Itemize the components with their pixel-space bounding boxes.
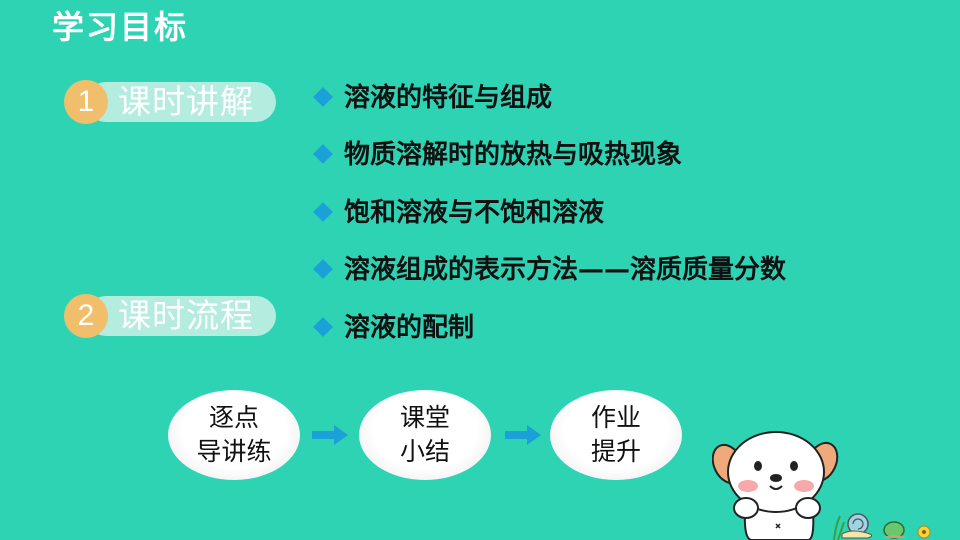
puppy-mascot-illustration: [712, 431, 931, 540]
topic-text: 物质溶解时的放热与吸热现象: [344, 140, 683, 170]
flow-step-line1: 课堂: [399, 403, 450, 432]
section-lesson-lecture: 1 课时讲解: [64, 80, 276, 124]
flow-step-line2: 导讲练: [196, 437, 272, 466]
diamond-bullet-icon: [313, 144, 333, 164]
right-arrow-icon: [312, 425, 348, 445]
diamond-bullet-icon: [313, 317, 333, 337]
diamond-bullet-icon: [313, 87, 333, 107]
flow-step-line2: 小结: [399, 437, 450, 466]
flow-step-practice[interactable]: 逐点 导讲练: [168, 390, 300, 480]
section-lesson-flow: 2 课时流程: [64, 294, 276, 338]
topic-item: 溶液的特征与组成: [312, 78, 552, 118]
diamond-bullet-icon: [313, 202, 333, 222]
diamond-bullet-icon: [313, 259, 333, 279]
section-pill: [86, 296, 276, 336]
flow-step-summary[interactable]: 课堂 小结: [359, 390, 491, 480]
topic-item: 饱和溶液与不饱和溶液: [312, 193, 604, 233]
section-number-badge: 2: [64, 294, 108, 338]
topic-text: 溶液组成的表示方法——溶质质量分数: [344, 255, 787, 285]
flow-step-line1: 作业: [590, 403, 641, 432]
topic-text: 溶液的特征与组成: [344, 83, 553, 113]
topic-item: 溶液的配制: [312, 308, 474, 348]
page-title: 学习目标: [52, 8, 189, 46]
topic-item: 溶液组成的表示方法——溶质质量分数: [312, 250, 786, 290]
flow-step-line1: 逐点: [208, 403, 259, 432]
right-arrow-icon: [505, 425, 541, 445]
flow-step-homework[interactable]: 作业 提升: [550, 390, 682, 480]
section-label: 课时流程: [118, 296, 254, 335]
section-number-badge: 1: [64, 80, 108, 124]
section-pill: [86, 82, 276, 122]
flow-step-line2: 提升: [590, 437, 641, 466]
section-label: 课时讲解: [118, 82, 254, 121]
topic-text: 饱和溶液与不饱和溶液: [344, 198, 605, 228]
topic-item: 物质溶解时的放热与吸热现象: [312, 135, 682, 175]
topic-text: 溶液的配制: [344, 313, 475, 343]
